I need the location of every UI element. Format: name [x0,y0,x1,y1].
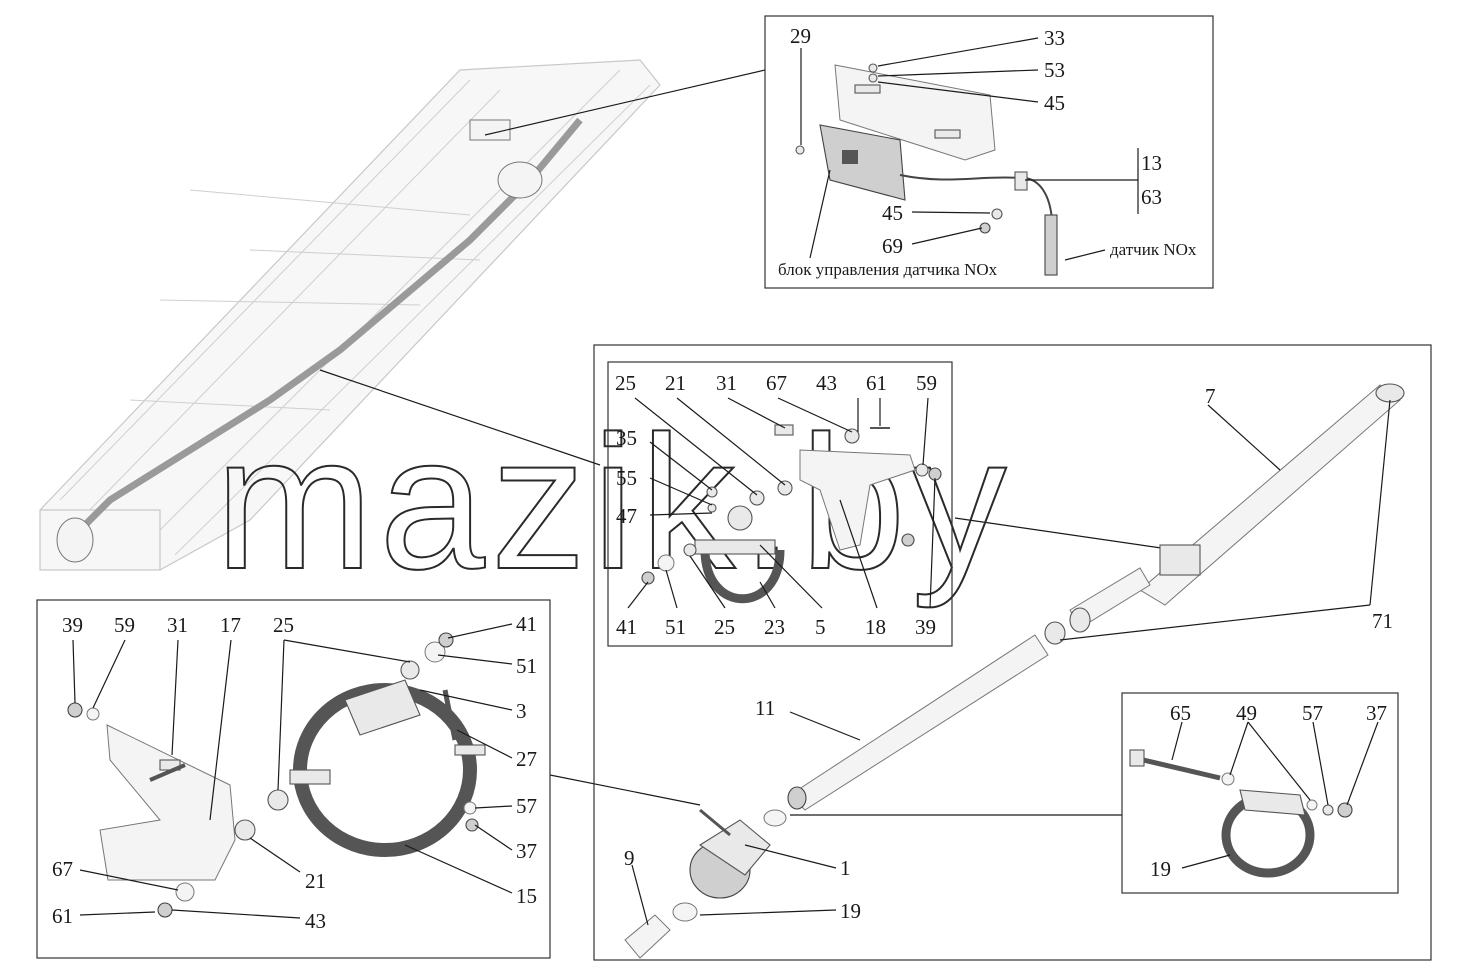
callout-41: 41 [616,615,637,639]
callout-23: 23 [764,615,785,639]
callout-31: 31 [716,371,737,395]
callout-13: 13 [1141,151,1162,175]
callout-11: 11 [755,696,775,720]
callout-35: 35 [616,426,637,450]
callout-57b: 57 [516,794,537,818]
pipe-7 [1139,384,1401,606]
callout-37b: 37 [516,839,537,863]
callout-59: 59 [916,371,937,395]
leader-bracket-pipe [954,517,1176,551]
callout-49: 49 [1236,701,1257,725]
callout-17: 17 [220,613,241,637]
leader-chassis-top [484,69,766,136]
leader-chassis-main [319,369,601,466]
nox-detail-box: 29 33 53 45 13 63 45 69 блок управления … [764,15,1214,289]
callout-69: 69 [882,234,903,258]
callout-19b: 19 [1150,857,1171,881]
callout-47: 47 [616,504,637,528]
nox-control-unit [819,124,906,201]
callout-43: 43 [816,371,837,395]
chassis-frame [39,59,661,571]
callout-67b: 67 [52,857,73,881]
callout-18: 18 [865,615,886,639]
callout-21: 21 [665,371,686,395]
nox-sensor-label: датчик NOx [1110,240,1197,259]
callout-39b: 39 [62,613,83,637]
callout-33: 33 [1044,26,1065,50]
callout-37: 37 [1366,701,1387,725]
callout-31b: 31 [167,613,188,637]
callout-39: 39 [915,615,936,639]
u-bolt-23 [700,549,785,604]
callout-55: 55 [616,466,637,490]
callout-45: 45 [1044,91,1065,115]
leader-main-left [549,774,701,806]
callout-61b: 61 [52,904,73,928]
bolt-65 [1134,755,1221,781]
callout-3: 3 [516,699,527,723]
left-detail-box: 39 59 31 17 25 41 51 3 27 57 37 21 15 67… [36,599,551,959]
callout-63: 63 [1141,185,1162,209]
callout-19: 19 [840,899,861,923]
callout-65: 65 [1170,701,1191,725]
callout-71: 71 [1372,609,1393,633]
callout-51b: 51 [516,654,537,678]
watermark-text: mazik.by [215,397,1013,609]
callout-15: 15 [516,884,537,908]
callout-41b: 41 [516,612,537,636]
callout-21b: 21 [305,869,326,893]
exhaust-main-box: 7 71 11 1 9 19 [593,344,1432,961]
callout-29: 29 [790,24,811,48]
callout-25c: 25 [273,613,294,637]
callout-5: 5 [815,615,826,639]
pipe-11 [789,634,1049,811]
callout-27: 27 [516,747,537,771]
nox-sensor [1044,214,1058,276]
callout-59b: 59 [114,613,135,637]
callout-53: 53 [1044,58,1065,82]
callout-67: 67 [766,371,787,395]
callout-1: 1 [840,856,851,880]
bracket-18 [799,449,916,551]
clamp-detail-box: 65 49 57 37 19 [1121,692,1399,894]
callout-9: 9 [624,846,635,870]
callout-57: 57 [1302,701,1323,725]
pipe-9 [624,914,671,959]
callout-25b: 25 [714,615,735,639]
callout-25: 25 [615,371,636,395]
bracket-detail-box: 25 21 31 67 43 61 59 35 55 47 41 51 25 2… [607,361,953,647]
bracket-17 [99,724,236,881]
callout-43b: 43 [305,909,326,933]
callout-7: 7 [1205,384,1216,408]
callout-45b: 45 [882,201,903,225]
nox-control-unit-label: блок управления датчика NOx [778,260,998,279]
callout-51: 51 [665,615,686,639]
callout-61: 61 [866,371,887,395]
